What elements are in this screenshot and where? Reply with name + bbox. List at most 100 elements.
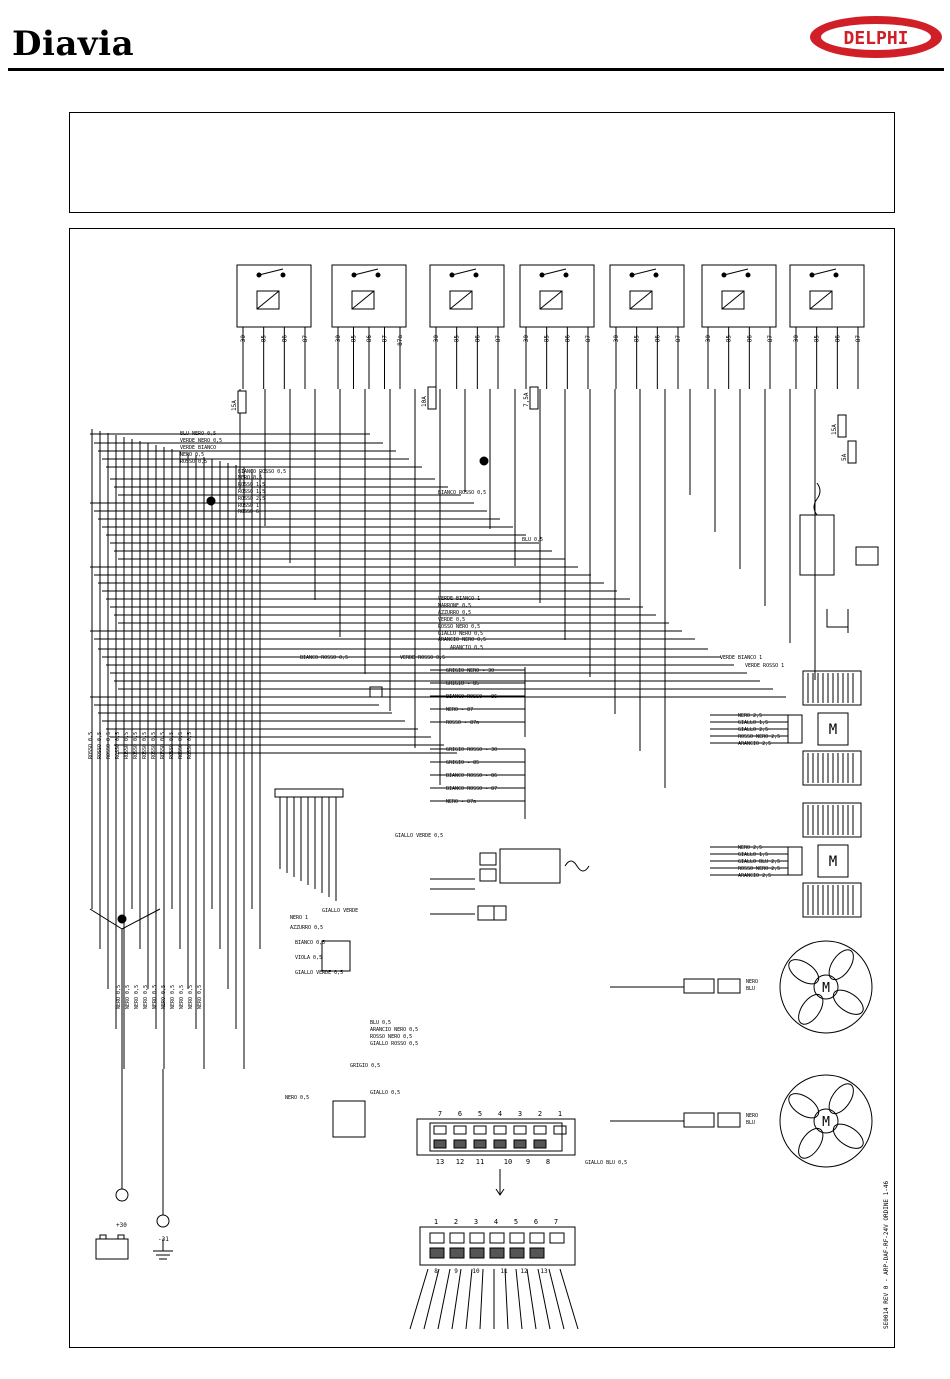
wire-label: VERDE NERO 0,5	[180, 438, 222, 444]
fuse	[427, 386, 437, 410]
harness-label: NERO 0,5	[143, 985, 149, 1009]
blower-wire-label: ROSSO NERO 2,5	[738, 734, 780, 740]
harness-label: ROSSO 0,5	[169, 732, 175, 759]
switch-terminal-label: ROSSO - 87a	[446, 720, 479, 726]
six-pin-connector	[321, 940, 351, 972]
blower-wire-label: GIALLO 1,5	[738, 720, 768, 726]
wire-label: GIALLO ROSSO 0,5	[370, 1041, 418, 1047]
blower-wire-label: ARANCIO 2,5	[738, 873, 771, 879]
harness-label: NERO 0,5	[116, 985, 122, 1009]
blower-wire-label: GIALLO 2,5	[738, 727, 768, 733]
wire-label: VERDE BIANCO	[180, 445, 216, 451]
harness-label: ROSSO 0,5	[160, 732, 166, 759]
pin-number: 8	[546, 1158, 550, 1166]
fuse	[529, 386, 539, 410]
blower-motor-1: M	[787, 670, 862, 786]
relay-pin-label: 85	[544, 335, 551, 343]
wire-label: VERDE BIANCO 1	[438, 596, 480, 602]
relay-pin-label: 87	[767, 335, 774, 343]
pin-number: 13	[540, 1268, 548, 1275]
pin-number: 10	[504, 1158, 512, 1166]
wire-label: NERO 0,5	[285, 1095, 309, 1101]
wire-label: ROSSO NERO 0,5	[370, 1034, 412, 1040]
relay-pin-label: 30	[433, 335, 440, 343]
switch-terminal-label: GRIGIO NERO - 30	[446, 668, 494, 674]
pin-number: 6	[534, 1218, 538, 1226]
harness-label: NERO 0,5	[188, 985, 194, 1009]
blower-wire-label: ROSSO NERO 2,5	[738, 866, 780, 872]
relay-pin-label: 30	[523, 335, 530, 343]
pin-number: 11	[500, 1268, 508, 1275]
four-pin-relay	[332, 1100, 366, 1138]
wire-label: NERO 0,5	[238, 475, 262, 481]
fuse-label: 5A	[841, 453, 848, 461]
side-note: SE0014 REV 0 - ARP-DAF-RF-24V ORDINE 1-4…	[883, 1181, 890, 1329]
relay-pin-label: 87	[302, 335, 309, 343]
pin-number: 12	[520, 1268, 528, 1275]
pin-number: 13	[436, 1158, 444, 1166]
harness-label: NERO 0,5	[134, 985, 140, 1009]
relay-pin-label: 85	[454, 335, 461, 343]
blower-wire-label: ARANCIO 2,5	[738, 741, 771, 747]
fan-wire-label: NERO	[746, 1113, 758, 1119]
relay-pin-label: 86	[564, 335, 571, 343]
blower-wire-label: GIALLO BLU 2,5	[738, 859, 780, 865]
pin-number: 2	[538, 1110, 542, 1118]
harness-label: ROSSO 0,5	[115, 732, 121, 759]
harness-label: NERO 0,5	[125, 985, 131, 1009]
wire-label: ROSSO 1	[238, 503, 259, 509]
pin-number: 5	[478, 1110, 482, 1118]
relay-pin-label: 87	[585, 335, 592, 343]
wire-label: VERDE ROSSO 1	[745, 663, 784, 669]
wire-label: GIALLO VERDE	[322, 908, 358, 914]
pin-number: 9	[454, 1268, 458, 1275]
brand-logo: Diavia	[12, 24, 135, 64]
relay-pin-label: 87	[382, 335, 389, 343]
wire-label: MARRONE 0,5	[438, 603, 471, 609]
wire-label: GIALLO BLU 0,5	[585, 1160, 627, 1166]
wire-label: BIANCO ROSSO 0,5	[438, 490, 486, 496]
connector-13-pin	[416, 1118, 576, 1156]
switch-terminal-label: NERO - 87a	[446, 799, 476, 805]
relay-pin-label: 30	[613, 335, 620, 343]
fan-motor-1: M	[683, 940, 873, 1034]
wire-label: ROSSO 2,5	[238, 496, 265, 502]
relay-pin-label: 86	[834, 335, 841, 343]
wire-label: BLU 0,5	[522, 537, 543, 543]
wire-label: VERDE 0,5	[438, 617, 465, 623]
pin-number: 5	[514, 1218, 518, 1226]
wire-label: ROSSO 1,5	[238, 489, 265, 495]
relay-pin-label: 30	[793, 335, 800, 343]
wire-label: GIALLO VERDE 0,5	[395, 833, 443, 839]
wire-label: AZZURRO 0,5	[438, 610, 471, 616]
motor-symbol: M	[829, 722, 837, 738]
relay-pin-label: 30	[335, 335, 342, 343]
relay-group	[236, 264, 865, 328]
relay-pin-label: 85	[634, 335, 641, 343]
relay-4	[519, 264, 595, 328]
blower-wire-label: GIALLO 1,5	[738, 852, 768, 858]
wire-label: ARANCIO NERO 0,5	[370, 1027, 418, 1033]
relay-pin-label: 87	[495, 335, 502, 343]
wire-label: BIANCO 0,5	[295, 940, 325, 946]
wire-label: GIALLO VERDE 0,5	[295, 970, 343, 976]
pin-number: 3	[474, 1218, 478, 1226]
blower-motor-2: M	[787, 802, 862, 918]
wire-label: BIANCO ROSSO 0,5	[300, 655, 348, 661]
wire-label: ARANCIO 0,5	[450, 645, 483, 651]
fuse-label: 7,5A	[523, 392, 530, 407]
ground-label: -31	[158, 1236, 169, 1243]
fuse-label: 10A	[421, 396, 428, 407]
switch-terminal-label: GRIGIO ROSSO - 30	[446, 747, 497, 753]
relay-5	[609, 264, 685, 328]
wire-label: ROSSO 0,5	[180, 459, 207, 465]
motor-symbol: M	[822, 1115, 830, 1130]
relay-pin-label: 85	[814, 335, 821, 343]
solenoid-valve	[499, 848, 561, 884]
harness-label: NERO 0,5	[179, 985, 185, 1009]
pin-number: 2	[454, 1218, 458, 1226]
delphi-logo: DELPHI	[810, 16, 942, 58]
pin-number: 4	[498, 1110, 502, 1118]
relay-6	[701, 264, 777, 328]
